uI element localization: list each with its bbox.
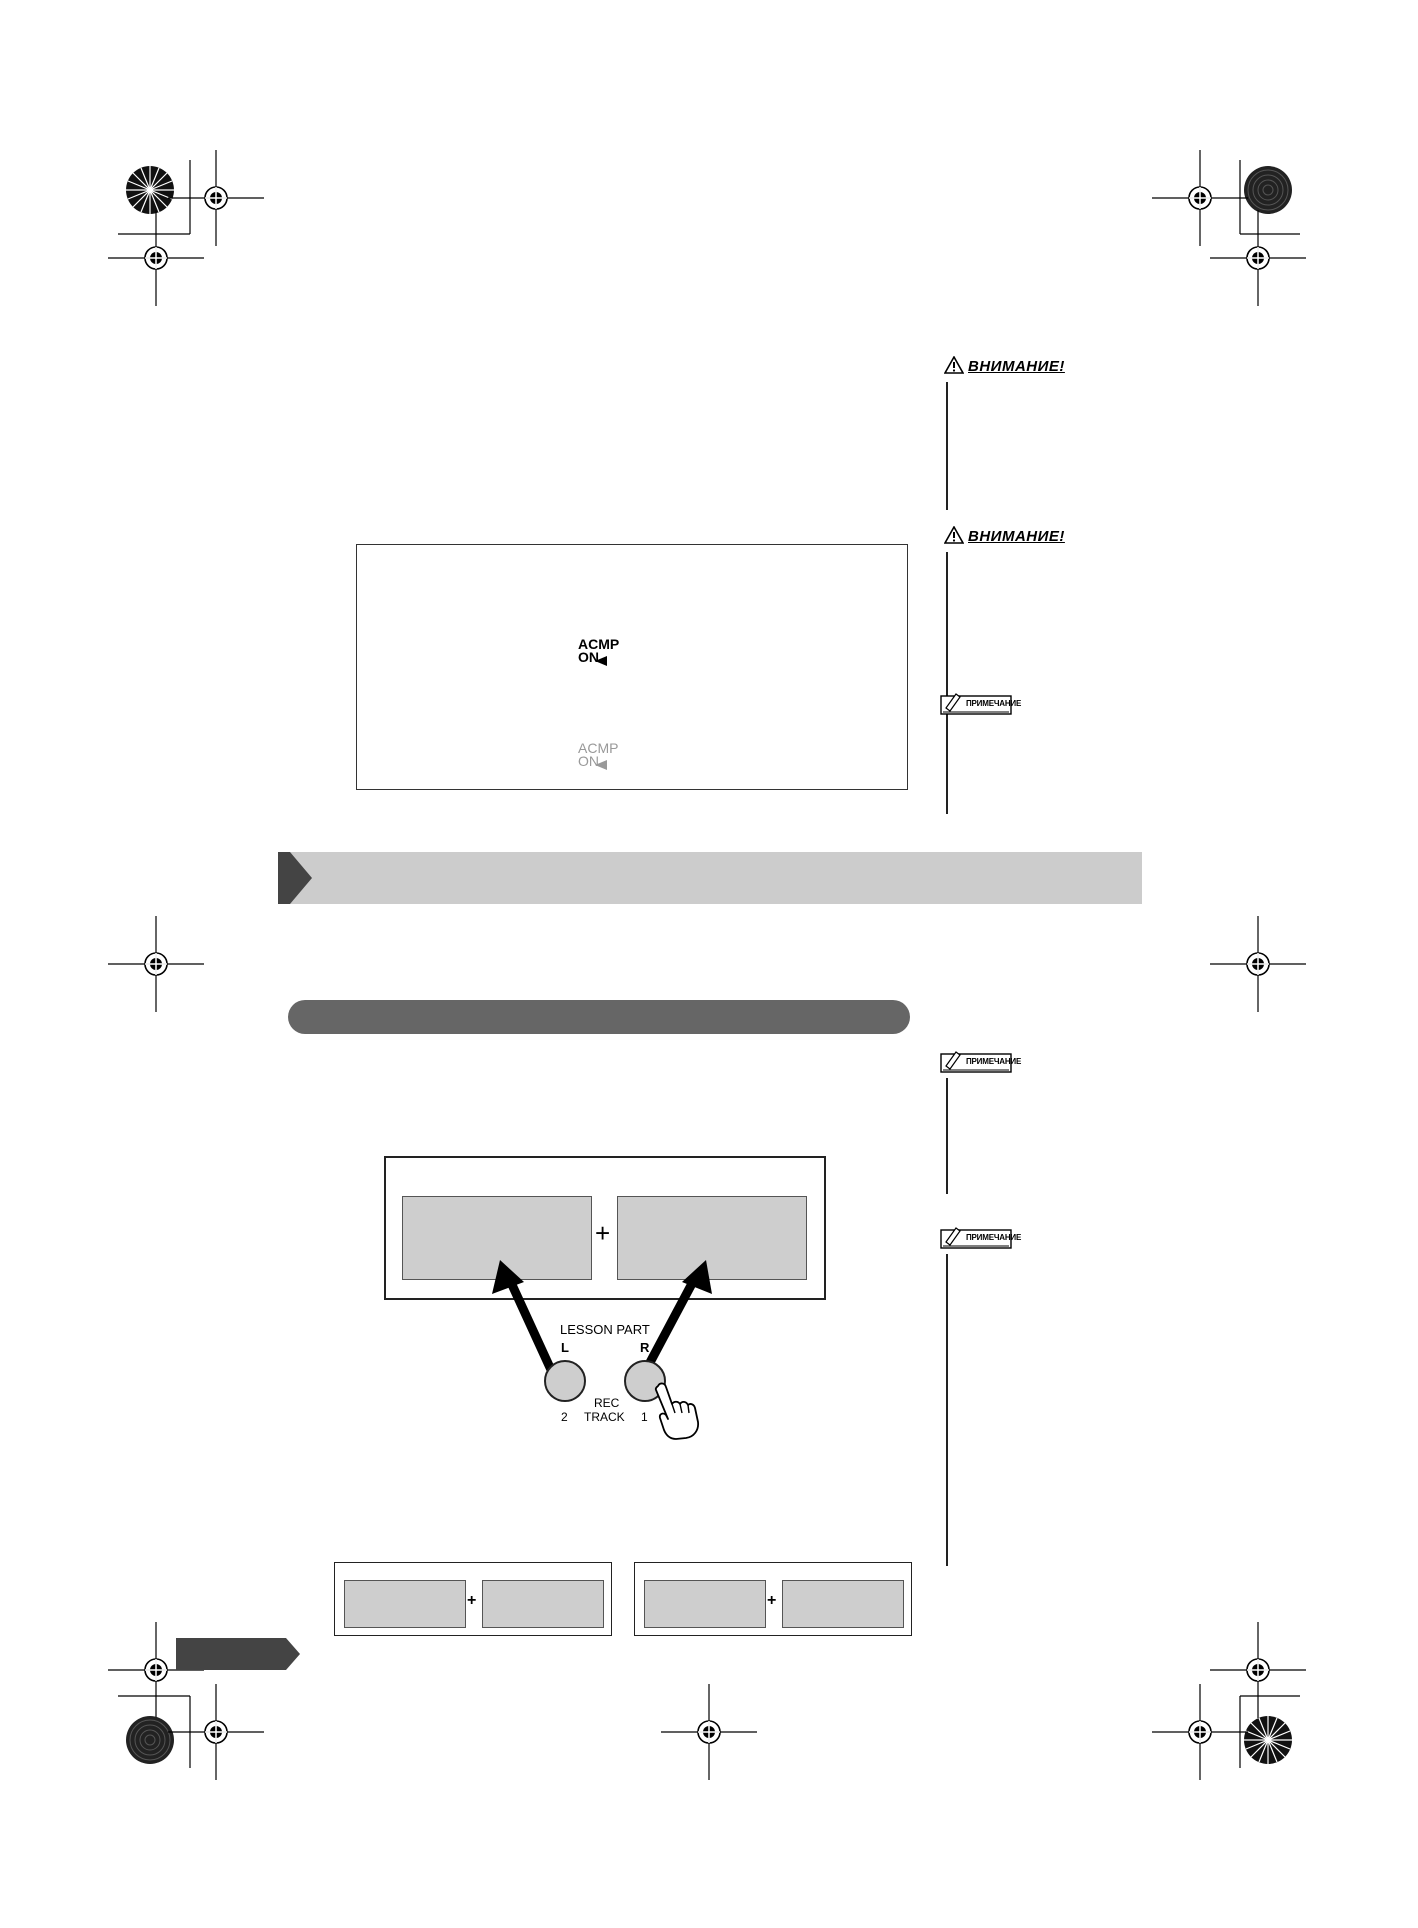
page-number-tab bbox=[176, 1638, 300, 1670]
track-left-number: 2 bbox=[561, 1410, 568, 1424]
lesson-part-label: LESSON PART bbox=[560, 1322, 650, 1337]
note-badge-2: ПРИМЕЧАНИЕ bbox=[940, 1050, 1021, 1074]
display-box bbox=[356, 544, 908, 790]
bottom-left-box-1 bbox=[344, 1580, 466, 1628]
button-left-letter: L bbox=[561, 1340, 569, 1355]
note-label: ПРИМЕЧАНИЕ bbox=[966, 1233, 1022, 1242]
warning-triangle-icon bbox=[943, 525, 965, 549]
arrows-to-parts bbox=[492, 1260, 712, 1374]
plus-sign: + bbox=[467, 1592, 477, 1609]
triangle-left-icon bbox=[595, 656, 607, 666]
caution-heading: ВНИМАНИЕ! bbox=[968, 358, 1065, 375]
margin-rule bbox=[946, 552, 948, 814]
acmp-on-indicator: ACMP ON bbox=[578, 636, 620, 666]
plus-sign: + bbox=[595, 1218, 611, 1248]
margin-rule bbox=[946, 1254, 948, 1566]
warning-triangle-icon bbox=[943, 355, 965, 379]
bottom-left-box-2 bbox=[482, 1580, 604, 1628]
acmp-label: ACMP bbox=[578, 636, 620, 652]
margin-rule bbox=[946, 382, 948, 510]
note-label: ПРИМЕЧАНИЕ bbox=[966, 1057, 1022, 1066]
plus-sign: + bbox=[767, 1592, 777, 1609]
section-header-bar bbox=[278, 852, 1142, 904]
note-badge-3: ПРИМЕЧАНИЕ bbox=[940, 1226, 1021, 1250]
note-pencil-icon bbox=[940, 1051, 1012, 1073]
margin-rule bbox=[946, 1078, 948, 1194]
acmp-off-indicator: ACMP ON bbox=[578, 740, 619, 770]
caution-heading: ВНИМАНИЕ! bbox=[968, 528, 1065, 545]
pointing-hand-icon bbox=[654, 1382, 699, 1440]
bottom-right-box-2 bbox=[782, 1580, 904, 1628]
note-pencil-icon bbox=[940, 1227, 1012, 1249]
acmp-label: ACMP bbox=[578, 740, 619, 756]
track-label: TRACK bbox=[584, 1410, 625, 1424]
right-part-box bbox=[617, 1196, 807, 1280]
note-label: ПРИМЕЧАНИЕ bbox=[966, 699, 1022, 708]
lesson-part-l-button[interactable] bbox=[544, 1360, 586, 1402]
button-right-letter: R bbox=[640, 1340, 650, 1355]
track-right-number: 1 bbox=[641, 1410, 648, 1424]
note-pencil-icon bbox=[940, 693, 1012, 715]
note-badge-1: ПРИМЕЧАНИЕ bbox=[940, 692, 1021, 716]
on-label: ON bbox=[578, 649, 599, 665]
bottom-right-box-1 bbox=[644, 1580, 766, 1628]
triangle-left-icon bbox=[595, 760, 607, 770]
on-label: ON bbox=[578, 753, 599, 769]
rec-label: REC bbox=[594, 1396, 620, 1410]
section-marker-icon bbox=[278, 852, 312, 904]
subsection-header-bar bbox=[288, 1000, 910, 1034]
